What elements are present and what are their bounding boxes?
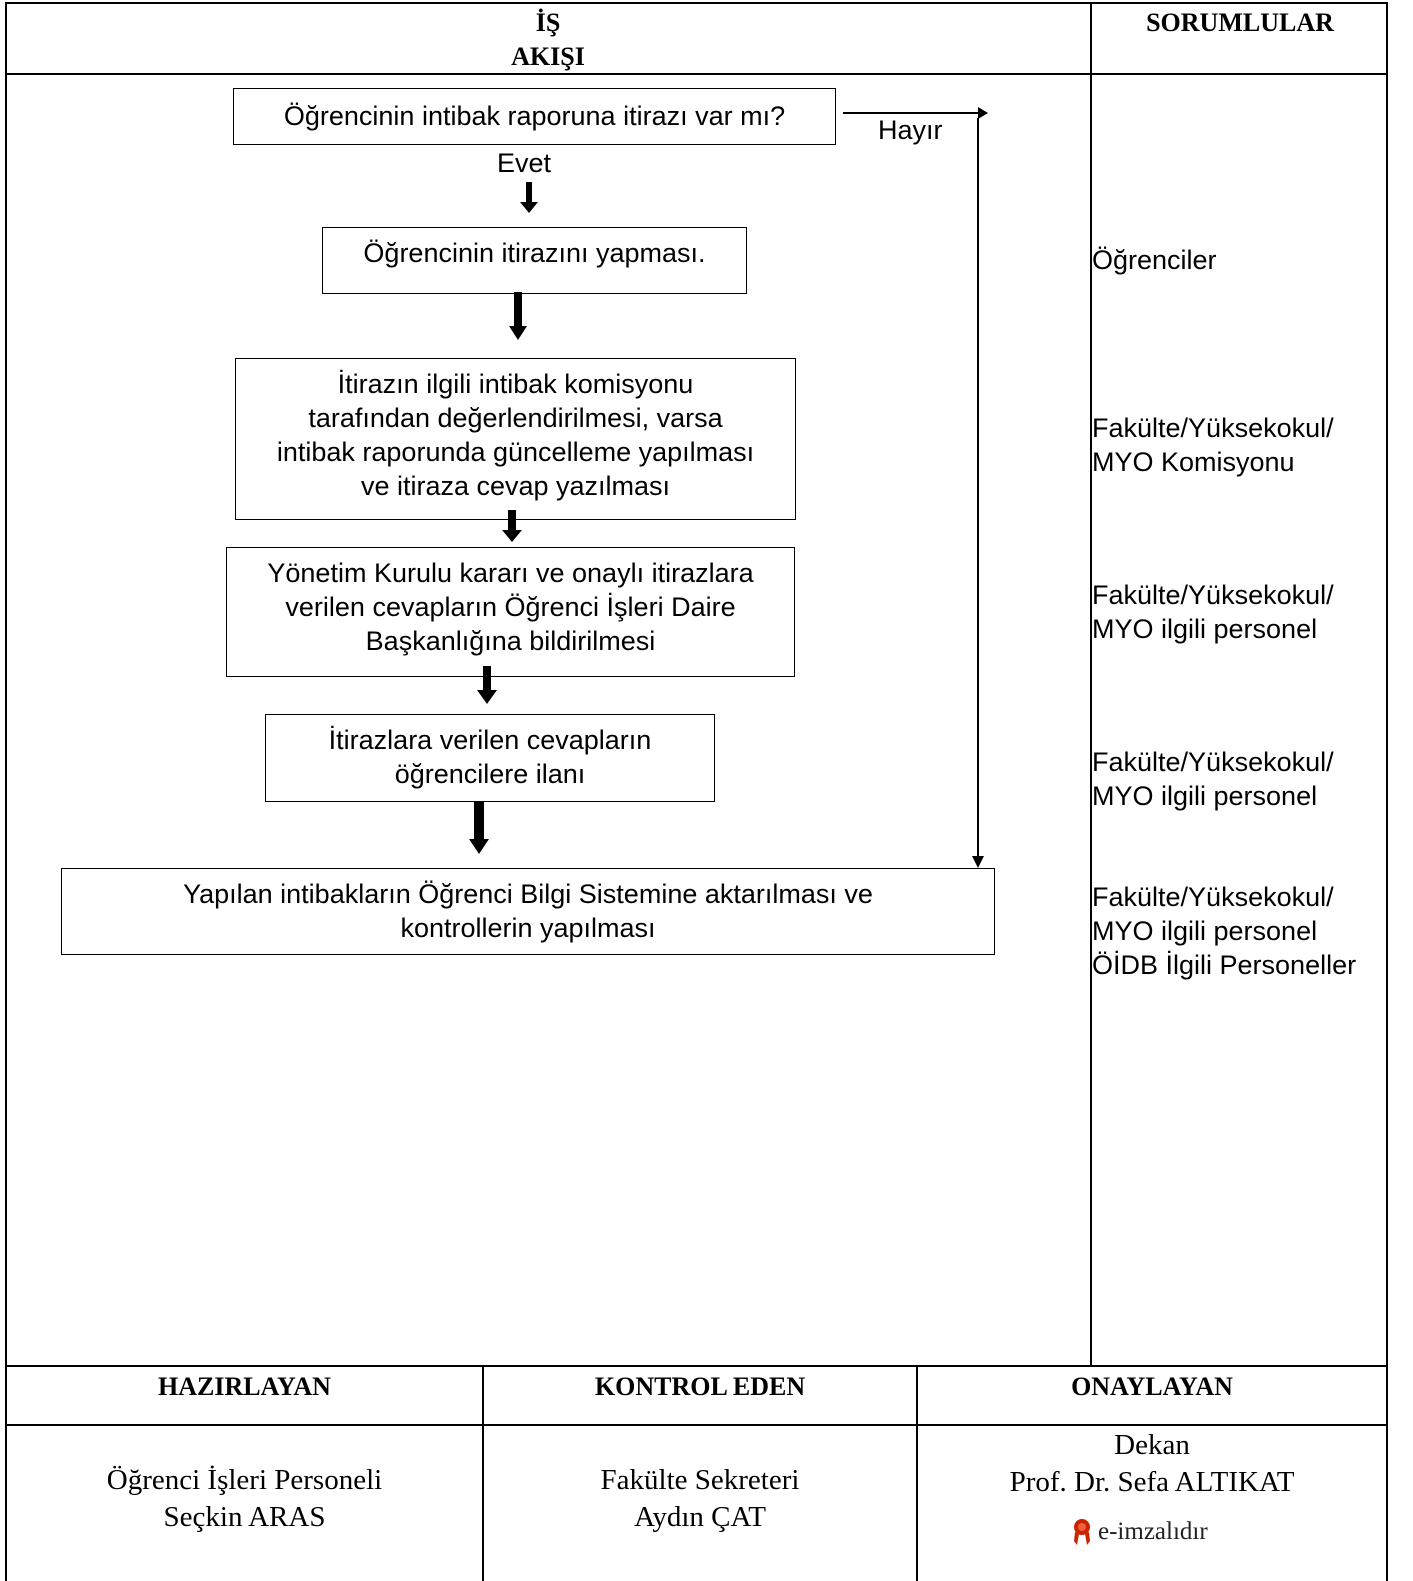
footer-divider-1 [482,1365,484,1581]
header-bottom-border [5,73,1388,75]
step-box-4: İtirazlara verilen cevapların öğrenciler… [265,714,715,802]
responsible-2: Fakülte/Yüksekokul/ MYO Komisyonu [1092,413,1334,477]
approved-title: ONAYLAYAN [1071,1372,1233,1401]
approved-by: Dekan Prof. Dr. Sefa ALTIKAT [1009,1429,1295,1498]
table-right-border [1386,2,1388,1581]
arrow-step1-to-step2 [509,292,527,340]
no-branch-down-arrowhead [972,856,984,868]
step-text-5: Yapılan intibakların Öğrenci Bilgi Siste… [183,879,873,943]
step-box-1: Öğrencinin itirazını yapması. [322,227,747,294]
esign-label: e-imzalıdır [1098,1518,1208,1545]
prepared-title: HAZIRLAYAN [158,1372,331,1401]
step-text-4: İtirazlara verilen cevapların öğrenciler… [328,725,652,789]
esign-stamp: e-imzalıdır [1070,1512,1208,1552]
prepared-by: Öğrenci İşleri Personeli Seçkin ARAS [106,1464,383,1533]
checked-by: Fakülte Sekreteri Aydın ÇAT [600,1464,800,1533]
responsible-column-title: SORUMLULAR [1146,8,1334,37]
arrow-yes-to-step1 [520,182,538,213]
responsible-1: Öğrenciler [1092,245,1217,275]
decision-box: Öğrencinin intibak raporuna itirazı var … [233,88,836,145]
responsible-4: Fakülte/Yüksekokul/ MYO ilgili personel [1092,747,1334,811]
arrow-step3-to-step4 [477,666,497,704]
footer-top-border [5,1365,1388,1367]
step-text-2: İtirazın ilgili intibak komisyonu tarafı… [276,369,755,501]
flow-column-title: İŞ AKIŞI [511,8,585,71]
step-box-2: İtirazın ilgili intibak komisyonu tarafı… [235,358,796,520]
table-left-border [5,2,7,1581]
step-text-1: Öğrencinin itirazını yapması. [363,238,706,268]
arrow-step4-to-step5 [469,801,489,854]
responsible-column-divider [1090,2,1092,1367]
table-top-border [5,2,1388,4]
no-label: Hayır [878,115,943,145]
step-box-3: Yönetim Kurulu kararı ve onaylı itirazla… [226,547,795,677]
footer-header-border [5,1424,1388,1426]
footer-divider-2 [916,1365,918,1581]
ribbon-badge-icon [1074,1519,1090,1545]
responsible-5: Fakülte/Yüksekokul/ MYO ilgili personel … [1092,882,1357,980]
step-text-3: Yönetim Kurulu kararı ve onaylı itirazla… [267,558,754,656]
decision-text: Öğrencinin intibak raporuna itirazı var … [283,101,786,131]
step-box-5: Yapılan intibakların Öğrenci Bilgi Siste… [61,868,995,955]
arrow-step2-to-step3 [502,510,522,542]
responsible-3: Fakülte/Yüksekokul/ MYO ilgili personel [1092,580,1334,644]
no-branch-arrowhead [978,107,988,119]
yes-label: Evet [497,148,552,178]
checked-title: KONTROL EDEN [594,1372,806,1401]
